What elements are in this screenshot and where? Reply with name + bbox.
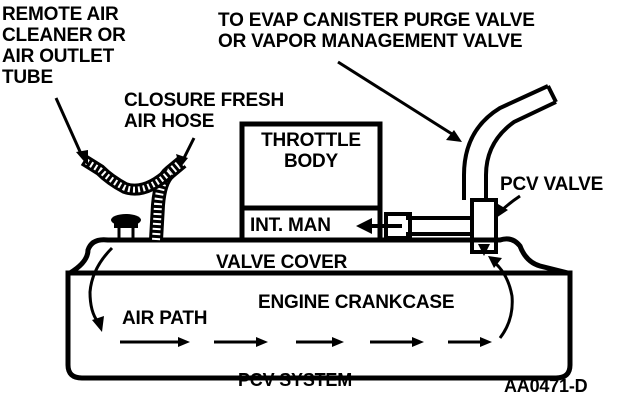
air-path-outlet-arrow [492,260,514,339]
leader-closure-hose [182,137,196,159]
leader-closure-hose-head [176,154,188,168]
airflow-arrow-head [356,218,372,234]
remote-air-hose [80,154,175,196]
label-valve-cover: VALVE COVER [216,252,348,273]
label-closure-fresh-air-hose: CLOSURE FRESH AIR HOSE [124,90,284,132]
oil-filler-cap [111,214,141,242]
label-air-path: AIR PATH [122,308,208,329]
pcv-valve-arrow [478,244,490,256]
label-to-evap-canister: TO EVAP CANISTER PURGE VALVE OR VAPOR MA… [218,10,535,52]
label-remote-air-cleaner: REMOTE AIR CLEANER OR AIR OUTLET TUBE [2,4,126,88]
figure-id: AA0471-D [504,376,588,396]
label-engine-crankcase: ENGINE CRANKCASE [258,292,455,313]
valve-cover-outline [68,236,569,276]
leader-pcv-valve-head [496,204,508,218]
evap-hose-end [546,85,558,103]
leader-evap [337,60,453,136]
evap-hose [462,84,549,200]
label-pcv-valve: PCV VALVE [500,174,604,195]
air-path-outlet-arrow-head [488,256,502,268]
air-path-inlet-arrow [88,246,114,323]
air-path-inlet-arrow-head [92,316,104,332]
label-throttle-body: THROTTLE BODY [261,130,361,172]
caption-pcv-system: PCV SYSTEM [238,370,353,390]
evap-hose-outer [484,100,557,200]
label-int-man: INT. MAN [250,215,331,236]
engine-crankcase-block [65,270,573,381]
leader-remote-air-head [76,150,88,166]
air-path-flow-arrows [120,337,492,347]
leader-remote-air [54,97,84,157]
leader-evap-head [446,130,462,142]
